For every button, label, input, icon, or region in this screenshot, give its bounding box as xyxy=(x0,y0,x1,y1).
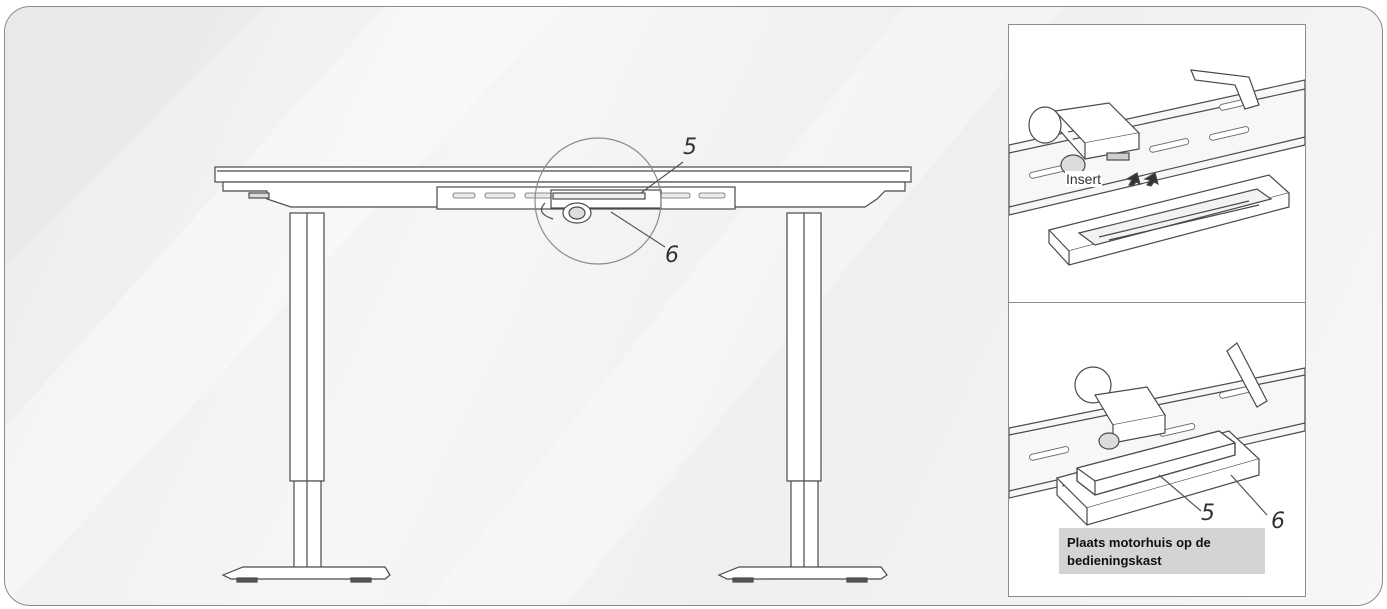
tabletop xyxy=(214,166,912,183)
right-foot xyxy=(717,566,888,580)
main-callout-5: 5 xyxy=(683,135,697,160)
zoom-circle xyxy=(534,137,662,265)
insert-label: Insert xyxy=(1065,171,1103,187)
instruction-frame: 5 6 xyxy=(4,6,1383,606)
detail-callout-6: 6 xyxy=(1271,509,1285,534)
detail-callout-5: 5 xyxy=(1201,501,1215,526)
desk-front-view-diagram xyxy=(214,137,912,583)
caption-text: Plaats motorhuis op de bedieningskast xyxy=(1067,535,1211,568)
insert-detail-diagram xyxy=(1009,69,1305,266)
background-pattern xyxy=(5,7,1065,605)
detail-panel-placed: 5 6 Plaats motorhuis op de bedieningskas… xyxy=(1008,302,1306,597)
main-callout-6: 6 xyxy=(665,243,679,268)
detail-panel-insert: Insert xyxy=(1008,24,1306,304)
left-foot xyxy=(221,566,391,580)
placed-detail-diagram xyxy=(1009,342,1305,526)
control-box-detail xyxy=(1076,430,1236,496)
caption-box: Plaats motorhuis op de bedieningskast xyxy=(1059,528,1265,574)
